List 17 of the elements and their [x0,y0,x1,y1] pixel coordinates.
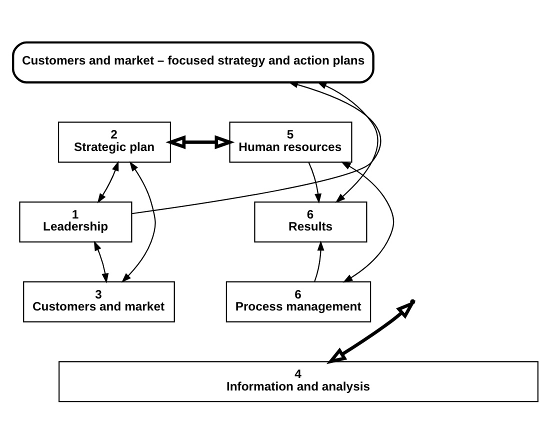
arrow [340,162,394,283]
arrow [121,161,156,283]
node-box: 5 Human resources [229,122,352,163]
node-box: 6 Process management [226,281,372,322]
arrow [94,240,109,284]
node-box: 6 Results [254,202,368,242]
node-box: 1 Leadership [19,202,132,242]
arrow [97,160,119,204]
arrow [314,240,324,282]
node-box: Customers and market – focused strategy and action plans [12,41,374,84]
arrow [316,82,378,203]
node-box: 2 Strategic plan [58,122,172,163]
arrow [308,162,322,204]
arrow [132,81,381,214]
arrow [166,135,235,150]
node-box: 3 Customers and market [23,281,175,322]
node-box: 4 Information and analysis [58,361,538,402]
